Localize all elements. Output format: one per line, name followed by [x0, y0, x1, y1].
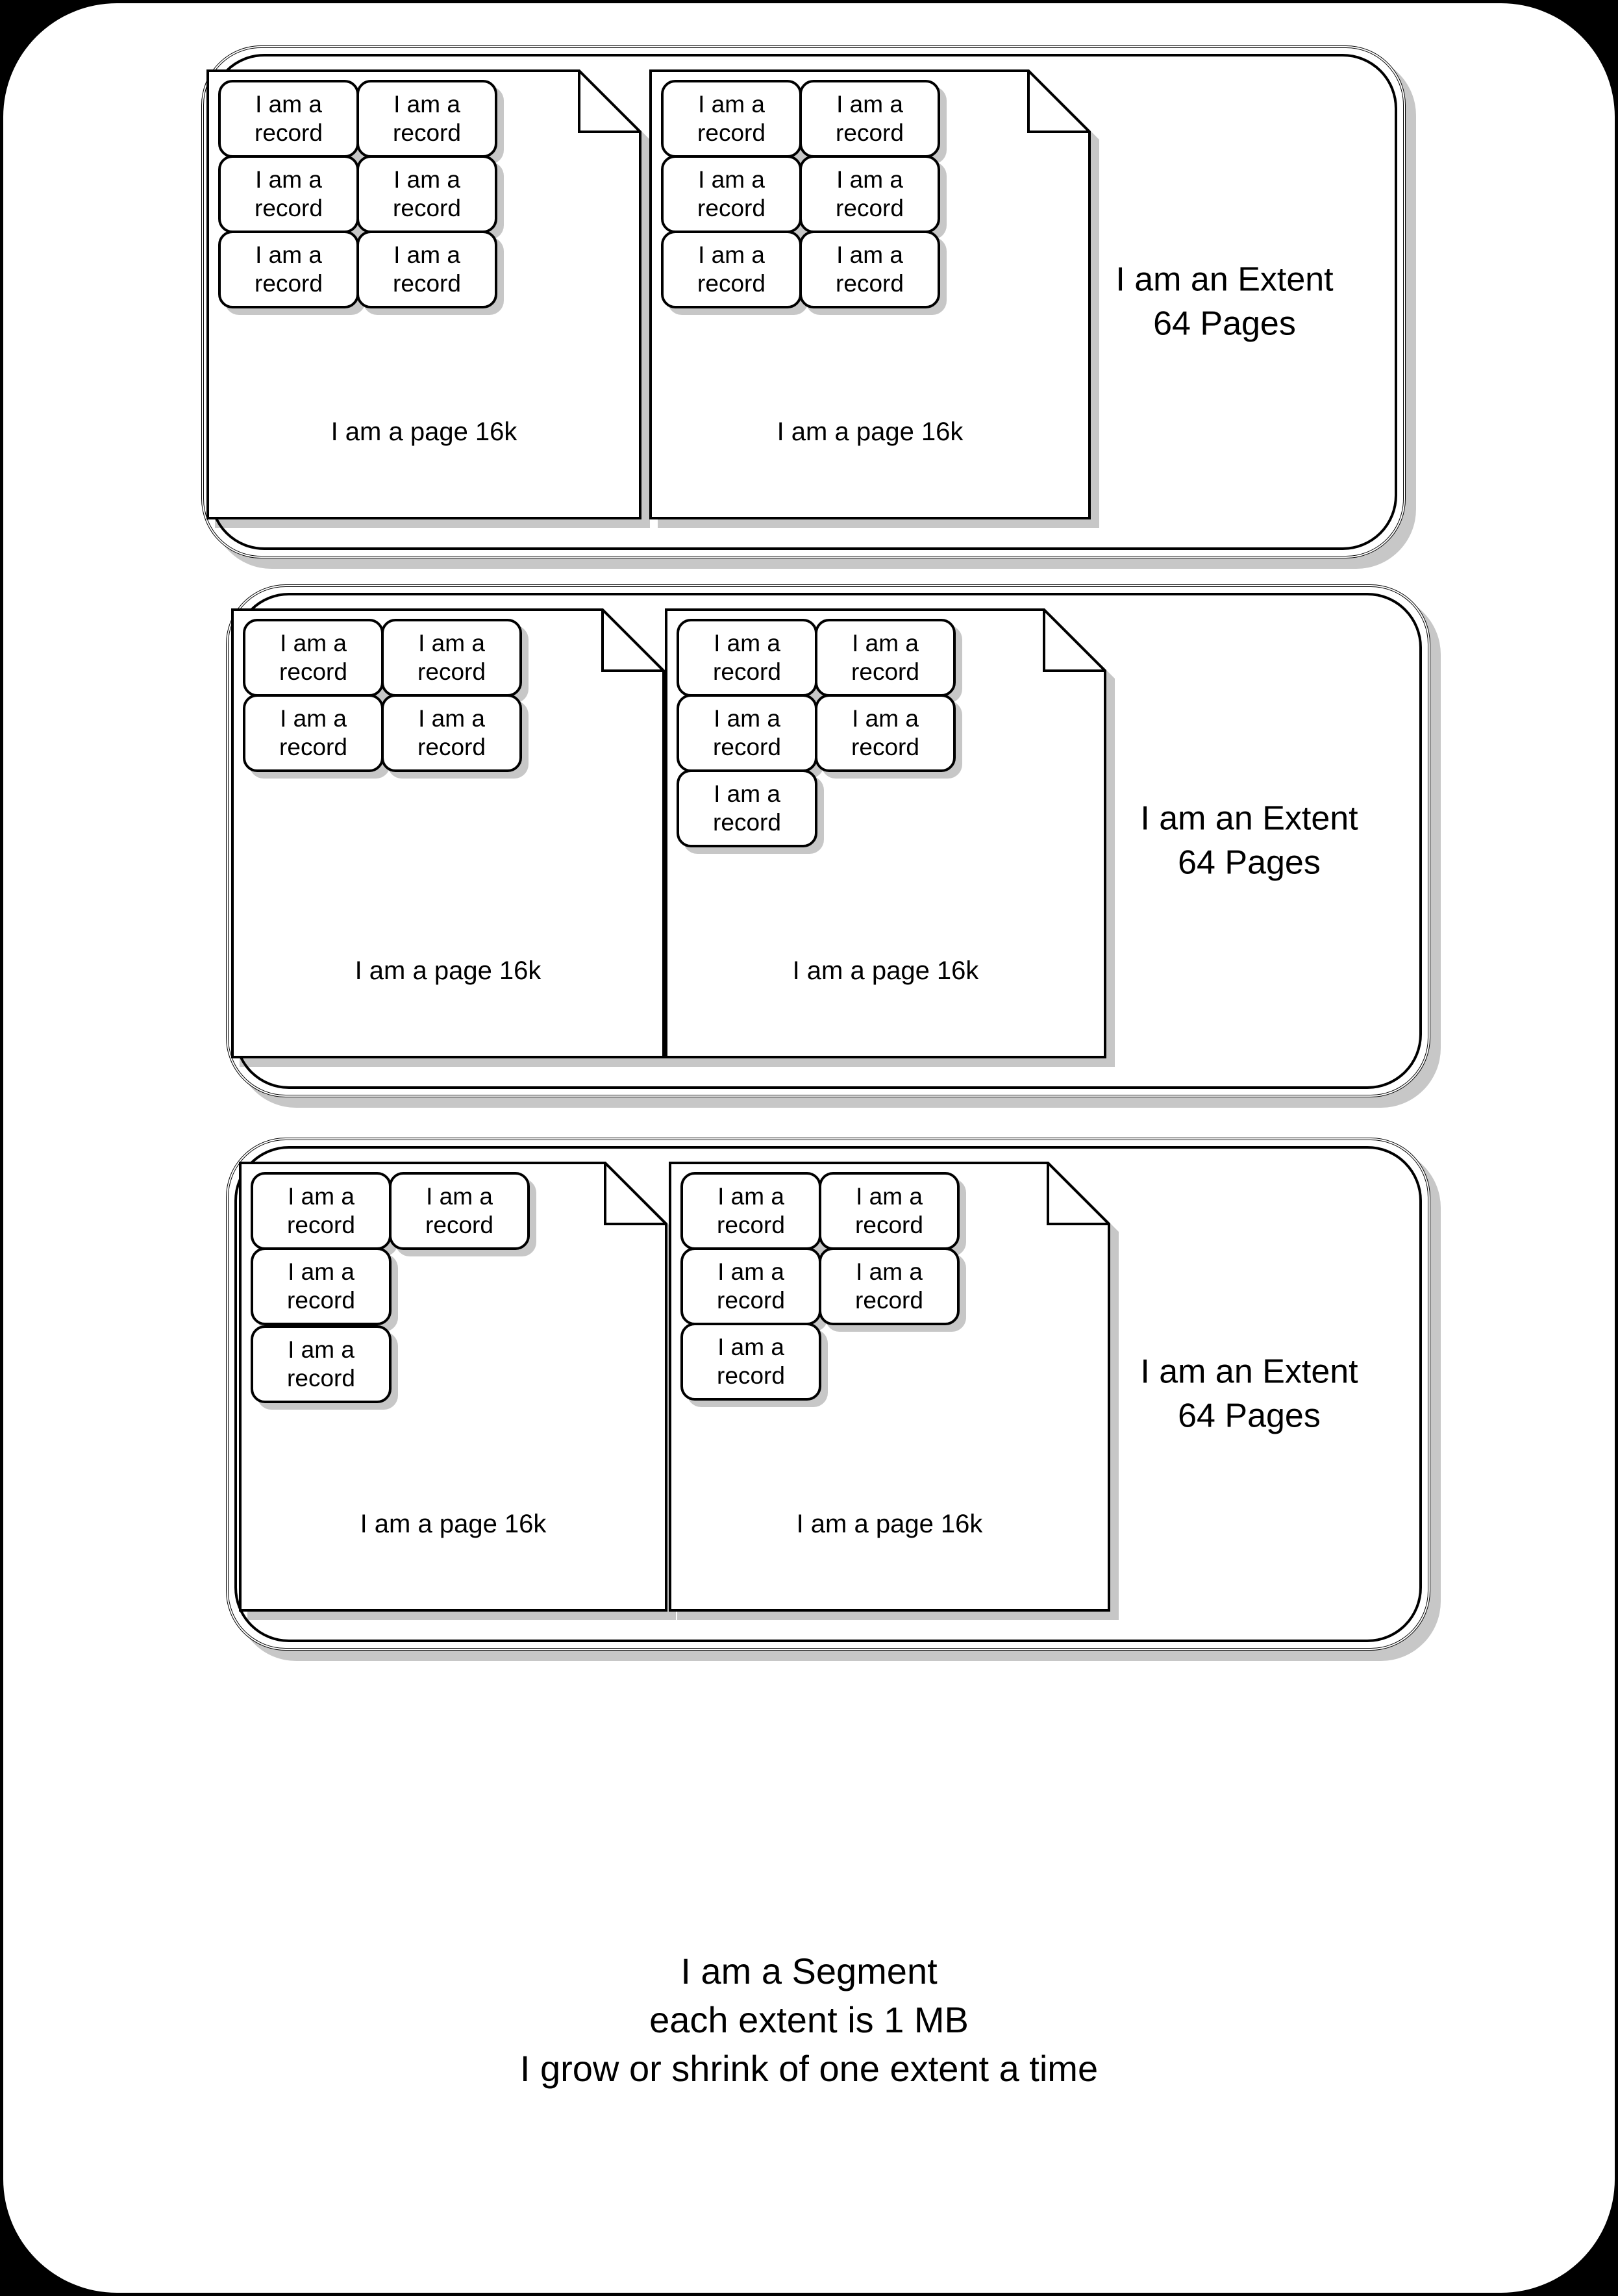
- record-box[interactable]: I am a record: [243, 619, 384, 697]
- record-box[interactable]: I am a record: [356, 155, 497, 233]
- record-box[interactable]: I am a record: [677, 694, 817, 772]
- record-box[interactable]: I am a record: [251, 1172, 392, 1250]
- record-box[interactable]: I am a record: [819, 1247, 960, 1325]
- record-grid-spacer: [390, 1249, 531, 1327]
- page-fold-corner: [604, 1162, 667, 1225]
- record-box[interactable]: I am a record: [389, 1172, 530, 1250]
- record-box[interactable]: I am a record: [243, 694, 384, 772]
- record-grid-spacer: [820, 1324, 961, 1402]
- record-box[interactable]: I am a record: [661, 155, 802, 233]
- record-box[interactable]: I am a record: [815, 694, 956, 772]
- record-box[interactable]: I am a record: [677, 769, 817, 847]
- page-fold-corner: [1043, 608, 1106, 672]
- record-box[interactable]: I am a record: [680, 1323, 821, 1401]
- record-box[interactable]: I am a record: [218, 155, 359, 233]
- page-fold-corner: [601, 608, 665, 672]
- record-box[interactable]: I am a record: [799, 80, 940, 158]
- record-box[interactable]: I am a record: [356, 80, 497, 158]
- record-box[interactable]: I am a record: [381, 694, 522, 772]
- page-fold-corner: [578, 69, 641, 133]
- record-grid-spacer: [816, 771, 957, 849]
- record-box[interactable]: I am a record: [677, 619, 817, 697]
- record-box[interactable]: I am a record: [381, 619, 522, 697]
- record-box[interactable]: I am a record: [356, 231, 497, 308]
- record-box[interactable]: I am a record: [815, 619, 956, 697]
- record-box[interactable]: I am a record: [819, 1172, 960, 1250]
- record-box[interactable]: I am a record: [680, 1247, 821, 1325]
- record-box[interactable]: I am a record: [799, 231, 940, 308]
- page-fold-corner: [1047, 1162, 1110, 1225]
- page-fold-corner: [1027, 69, 1091, 133]
- record-box[interactable]: I am a record: [799, 155, 940, 233]
- record-box[interactable]: I am a record: [251, 1247, 392, 1325]
- record-box[interactable]: I am a record: [661, 231, 802, 308]
- record-box[interactable]: I am a record: [218, 80, 359, 158]
- record-grid-spacer: [390, 1327, 531, 1404]
- record-box[interactable]: I am a record: [661, 80, 802, 158]
- record-box[interactable]: I am a record: [251, 1325, 392, 1403]
- record-box[interactable]: I am a record: [218, 231, 359, 308]
- record-box[interactable]: I am a record: [680, 1172, 821, 1250]
